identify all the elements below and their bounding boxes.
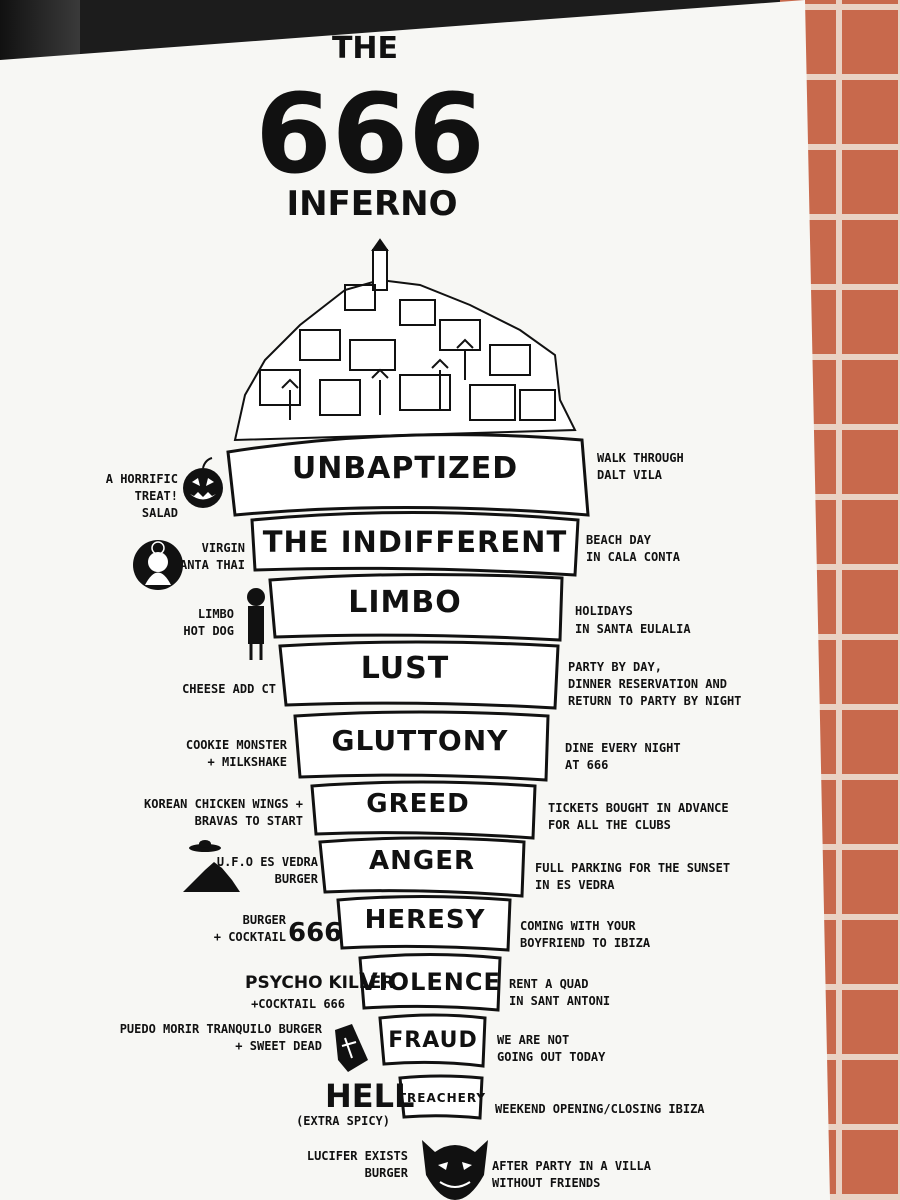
level-band-treachery [398, 1074, 484, 1120]
level-name-unbaptized: UNBAPTIZED [292, 451, 518, 486]
left-greed-2: BRAVAS TO START [195, 814, 303, 828]
left-unbaptized-1: A HORRIFIC [106, 472, 178, 486]
left-fraud-2: + SWEET DEAD [235, 1039, 322, 1053]
level-band-indifferent [250, 511, 580, 577]
jack-o-lantern-icon [183, 457, 223, 508]
left-lust-1: CHEESE ADD CT [182, 682, 276, 696]
level-name-indifferent: THE INDIFFERENT [263, 525, 568, 559]
title-inferno: INFERNO [286, 184, 457, 224]
level-band-heresy [336, 895, 512, 952]
left-heresy-2: + COCKTAIL [214, 930, 286, 944]
left-indifferent-1: VIRGIN [202, 541, 245, 555]
level-band-gluttony [293, 710, 550, 782]
right-lust-1: PARTY BY DAY, [568, 660, 662, 674]
right-unbaptized-1: WALK THROUGH [597, 451, 684, 465]
coffin-icon [335, 1024, 368, 1072]
left-fraud-1: PUEDO MORIR TRANQUILO BURGER [120, 1022, 323, 1036]
level-name-violence: VIOLENCE [359, 968, 501, 996]
left-indifferent-2: SANTA THAI [173, 558, 245, 572]
level-band-lust [278, 640, 560, 710]
level-band-fraud [378, 1013, 487, 1068]
right-anger-2: IN ES VEDRA [535, 878, 615, 892]
es-vedra-rock-icon [183, 862, 240, 892]
level-band-unbaptized [226, 433, 590, 517]
left-heresy-666: 666 [288, 918, 342, 948]
right-violence-2: IN SANT ANTONI [509, 994, 610, 1008]
left-unbaptized-3: SALAD [142, 506, 178, 520]
right-anger-1: FULL PARKING FOR THE SUNSET [535, 861, 730, 875]
bottom-right-2: WITHOUT FRIENDS [492, 1176, 600, 1190]
right-greed-2: FOR ALL THE CLUBS [548, 818, 671, 832]
right-fraud-2: GOING OUT TODAY [497, 1050, 606, 1064]
ufo-icon [189, 840, 221, 852]
bottom-left-2: BURGER [365, 1166, 409, 1180]
right-greed-1: TICKETS BOUGHT IN ADVANCE [548, 801, 729, 815]
right-treachery-1: WEEKEND OPENING/CLOSING IBIZA [495, 1102, 705, 1116]
left-anger-1: U.F.O ES VEDRA [217, 855, 319, 869]
virgin-mary-icon [133, 540, 183, 590]
level-name-lust: LUST [361, 651, 449, 686]
right-lust-3: RETURN TO PARTY BY NIGHT [568, 694, 741, 708]
left-unbaptized-2: TREAT! [135, 489, 178, 503]
devil-face-icon [422, 1140, 488, 1200]
left-violence-1: +COCKTAIL 666 [251, 997, 345, 1011]
title-the: THE [332, 31, 398, 66]
right-indifferent-2: IN CALA CONTA [586, 550, 681, 564]
left-gluttony-2: + MILKSHAKE [208, 755, 287, 769]
right-indifferent-1: BEACH DAY [586, 533, 652, 547]
right-heresy-2: BOYFRIEND TO IBIZA [520, 936, 651, 950]
limbo-child-icon [247, 588, 265, 660]
level-name-greed: GREED [366, 789, 469, 819]
right-limbo-1: HOLIDAYS [575, 604, 633, 618]
level-name-limbo: LIMBO [348, 585, 462, 620]
level-name-anger: ANGER [369, 846, 475, 876]
right-limbo-2: IN SANTA EULALIA [575, 622, 691, 636]
level-band-anger [318, 836, 526, 898]
level-band-violence [358, 953, 502, 1012]
level-names: UNBAPTIZED THE INDIFFERENT LIMBO LUST GL… [263, 451, 568, 1105]
right-gluttony-2: AT 666 [565, 758, 608, 772]
left-hell: HELL [325, 1077, 414, 1115]
level-name-gluttony: GLUTTONY [332, 724, 509, 757]
left-menu-items: A HORRIFIC TREAT! SALAD VIRGIN SANTA THA… [106, 472, 415, 1180]
title-number: 666 [255, 70, 485, 198]
left-anger-2: BURGER [275, 872, 319, 886]
right-violence-1: RENT A QUAD [509, 977, 588, 991]
bottom-left-1: LUCIFER EXISTS [307, 1149, 408, 1163]
psycho-killer-logo: PSYCHO KILLER [245, 973, 394, 993]
left-gluttony-1: COOKIE MONSTER [186, 738, 288, 752]
left-limbo-1: LIMBO [198, 607, 234, 621]
bottom-right-1: AFTER PARTY IN A VILLA [492, 1159, 652, 1173]
level-name-treachery: TREACHERY [398, 1091, 486, 1105]
level-name-heresy: HERESY [365, 905, 486, 935]
left-treachery-1: (EXTRA SPICY) [296, 1114, 390, 1128]
dalt-vila-town-icon [233, 238, 577, 442]
level-band-limbo [268, 572, 564, 642]
right-gluttony-1: DINE EVERY NIGHT [565, 741, 681, 755]
right-unbaptized-2: DALT VILA [597, 468, 663, 482]
level-band-greed [310, 780, 537, 840]
level-name-fraud: FRAUD [388, 1028, 477, 1053]
right-experiences: WALK THROUGH DALT VILA BEACH DAY IN CALA… [492, 451, 741, 1190]
right-heresy-1: COMING WITH YOUR [520, 919, 636, 933]
left-limbo-2: HOT DOG [183, 624, 234, 638]
inferno-levels [226, 433, 590, 1120]
right-fraud-1: WE ARE NOT [497, 1033, 569, 1047]
left-greed-1: KOREAN CHICKEN WINGS + [144, 797, 303, 811]
right-lust-2: DINNER RESERVATION AND [568, 677, 727, 691]
left-heresy-1: BURGER [243, 913, 287, 927]
